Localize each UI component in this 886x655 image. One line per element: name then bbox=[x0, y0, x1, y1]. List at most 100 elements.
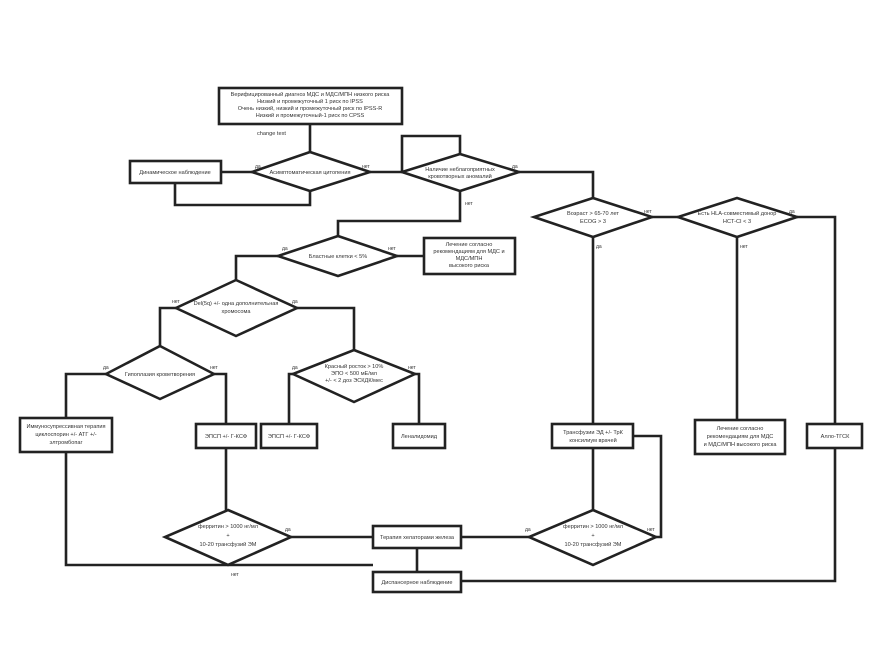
label-no-age: нет bbox=[644, 209, 652, 215]
label-yes-ery: да bbox=[292, 365, 298, 371]
node-blasts[interactable]: Бластные клетки < 5% bbox=[273, 234, 402, 278]
node-age-line-0: Возраст > 65-70 лет bbox=[567, 211, 619, 217]
node-dispensary-label: Диспансерное наблюдение bbox=[381, 580, 452, 586]
node-transfusion-line-0: Трансфузии ЭД +/- ТрК bbox=[563, 430, 624, 436]
node-hla[interactable]: Есть HLA-совместимый донор HCT-CI < 3 bbox=[673, 196, 802, 239]
node-hla-line-1: HCT-CI < 3 bbox=[723, 219, 751, 225]
label-yes-ferrR: да bbox=[525, 527, 531, 533]
label-yes-blasts: да bbox=[282, 246, 288, 252]
label-no-hypo: нет bbox=[210, 365, 218, 371]
node-chelation-label: Терапия хелаторами железа bbox=[380, 535, 455, 541]
change-text: change text bbox=[257, 131, 286, 137]
node-dynamic[interactable]: Динамическое наблюдение bbox=[128, 159, 223, 185]
node-age-line-1: ECOG > 3 bbox=[580, 219, 606, 225]
node-ferritin-left-line-2: 10-20 трансфузий ЭМ bbox=[200, 541, 257, 548]
edge-del5q-to-erythroid bbox=[297, 306, 356, 350]
label-no-ery: нет bbox=[408, 365, 416, 371]
label-no-hla: нет bbox=[740, 244, 748, 250]
node-ferritin-left-line-0: ферритин > 1000 нг/мл bbox=[198, 524, 258, 530]
edge-allo-to-disp bbox=[461, 448, 837, 583]
label-yes-del5q: да bbox=[292, 299, 298, 305]
node-chelation[interactable]: Терапия хелаторами железа bbox=[371, 524, 463, 550]
label-no-del5q: нет bbox=[172, 299, 180, 305]
node-del5q[interactable]: Del(5q) +/- одна дополнительная хромосом… bbox=[172, 278, 301, 338]
node-treat-high-right-line-2: и МДС/МПН высокого риска bbox=[704, 442, 778, 448]
label-no-ferrL: нет bbox=[231, 572, 239, 578]
edge-anomalies-to-age bbox=[519, 170, 595, 198]
node-treat-high-left-line-2: МДС/МПН bbox=[456, 256, 483, 262]
node-age[interactable]: Возраст > 65-70 лет ECOG > 3 bbox=[529, 196, 657, 239]
node-treat-high-left-line-1: рекомендациям для МДС и bbox=[433, 249, 504, 255]
node-hypoplastic[interactable]: Гипоплазия кроветворения bbox=[103, 344, 217, 401]
node-ferritin-right-line-1: + bbox=[591, 533, 594, 539]
edge-ery-to-lenalid bbox=[415, 372, 421, 424]
node-treat-high-right[interactable]: Лечение согласно рекомендациям для МДС и… bbox=[693, 418, 787, 456]
label-yes-ferrL: да bbox=[285, 527, 291, 533]
node-erythroid-line-0: Красный росток > 10% bbox=[325, 363, 384, 370]
node-epo2[interactable]: ЭПСП +/- Г-КСФ bbox=[259, 422, 319, 450]
node-epo1-label: ЭПСП +/- Г-КСФ bbox=[205, 434, 247, 440]
label-yes-asympt: да bbox=[255, 164, 261, 170]
node-anomalies-line-0: Наличие неблагоприятных bbox=[425, 167, 495, 173]
node-lenalid[interactable]: Леналидомид bbox=[391, 422, 447, 450]
label-no-anomalies: нет bbox=[465, 201, 473, 207]
edge-ferrR-loop bbox=[633, 434, 663, 539]
node-del5q-line-0: Del(5q) +/- одна дополнительная bbox=[194, 301, 279, 307]
edge-hla-to-allo bbox=[797, 215, 837, 424]
node-erythroid[interactable]: Красный росток > 10% ЭПО < 500 мЕ/мл +/-… bbox=[289, 348, 419, 404]
node-anomalies[interactable]: Наличие неблагоприятных кровотворных ано… bbox=[397, 152, 524, 193]
label-yes-anomalies: да bbox=[512, 164, 518, 170]
node-allo-label: Алло-ТГСК bbox=[821, 434, 851, 440]
node-treat-high-right-line-0: Лечение согласно bbox=[717, 426, 764, 432]
node-ferritin-right-line-2: 10-20 трансфузий ЭМ bbox=[565, 541, 622, 548]
node-treat-high-left-line-0: Лечение согласно bbox=[446, 242, 493, 248]
node-dynamic-label: Динамическое наблюдение bbox=[139, 170, 210, 176]
node-asympt-label: Асимптоматическая цитопения bbox=[269, 170, 350, 176]
edge-immuno-to-dispensary bbox=[64, 452, 228, 567]
node-del5q-line-1: хромосома bbox=[222, 309, 252, 315]
node-transfusion[interactable]: Трансфузии ЭД +/- ТрК консилиум врачей bbox=[550, 422, 635, 450]
label-yes-hla: да bbox=[789, 209, 795, 215]
node-immuno-line-1: циклоспорин +/- АТГ +/- bbox=[35, 432, 96, 438]
edge-dynamic-loop bbox=[173, 183, 312, 207]
node-hypoplastic-label: Гипоплазия кроветворения bbox=[125, 372, 195, 378]
node-top-line-2: Очень низкий, низкий и промежуточный рис… bbox=[238, 105, 383, 112]
node-top[interactable]: Верифицированный диагноз МДС и МДС/МПН н… bbox=[217, 86, 404, 126]
edge-anomalies-loop bbox=[400, 134, 462, 172]
edge-anomalies-to-blasts bbox=[336, 191, 462, 236]
edge-hypo-to-epo1 bbox=[214, 372, 228, 424]
node-treat-high-left-line-3: высокого риска bbox=[449, 263, 490, 269]
node-immuno-line-2: элтромбопаг bbox=[49, 440, 82, 446]
node-immuno[interactable]: Иммуносупрессивная терапия циклоспорин +… bbox=[18, 416, 114, 454]
node-epo1[interactable]: ЭПСП +/- Г-КСФ bbox=[194, 422, 258, 450]
edges bbox=[64, 124, 837, 583]
node-immuno-line-0: Иммуносупрессивная терапия bbox=[26, 424, 105, 430]
node-asympt[interactable]: Асимптоматическая цитопения bbox=[247, 150, 375, 193]
node-top-line-0: Верифицированный диагноз МДС и МДС/МПН н… bbox=[231, 91, 391, 98]
node-anomalies-line-1: кровотворных аномалий bbox=[428, 173, 492, 180]
node-treat-high-right-line-1: рекомендациям для МДС bbox=[707, 434, 774, 440]
edge-hypo-to-immuno bbox=[64, 372, 106, 418]
node-ferritin-right[interactable]: ферритин > 1000 нг/мл + 10-20 трансфузий… bbox=[525, 508, 660, 567]
node-treat-high-left[interactable]: Лечение согласно рекомендациям для МДС и… bbox=[422, 236, 517, 276]
node-ferritin-right-line-0: ферритин > 1000 нг/мл bbox=[563, 524, 623, 530]
node-transfusion-line-1: консилиум врачей bbox=[569, 437, 616, 444]
label-no-blasts: нет bbox=[388, 246, 396, 252]
node-erythroid-line-1: ЭПО < 500 мЕ/мл bbox=[331, 371, 377, 377]
label-no-asympt: нет bbox=[362, 164, 370, 170]
node-lenalid-label: Леналидомид bbox=[401, 434, 438, 440]
node-ferritin-left[interactable]: ферритин > 1000 нг/мл + 10-20 трансфузий… bbox=[161, 508, 295, 567]
edge-ery-to-epo2 bbox=[287, 372, 293, 424]
node-epo2-label: ЭПСП +/- Г-КСФ bbox=[268, 434, 310, 440]
label-no-ferrR: нет bbox=[647, 527, 655, 533]
node-dispensary[interactable]: Диспансерное наблюдение bbox=[371, 570, 463, 594]
node-allo[interactable]: Алло-ТГСК bbox=[805, 422, 864, 450]
node-top-line-1: Низкий и промежуточный 1 риск по IPSS bbox=[257, 98, 363, 105]
node-top-line-3: Низкий и промежуточный-1 риск по CPSS bbox=[256, 112, 365, 119]
edge-blasts-to-del5q bbox=[234, 254, 278, 280]
label-yes-hypo: да bbox=[103, 365, 109, 371]
node-hla-line-0: Есть HLA-совместимый донор bbox=[698, 210, 777, 217]
node-ferritin-left-line-1: + bbox=[226, 533, 229, 539]
edge-del5q-to-hypo bbox=[158, 306, 176, 346]
